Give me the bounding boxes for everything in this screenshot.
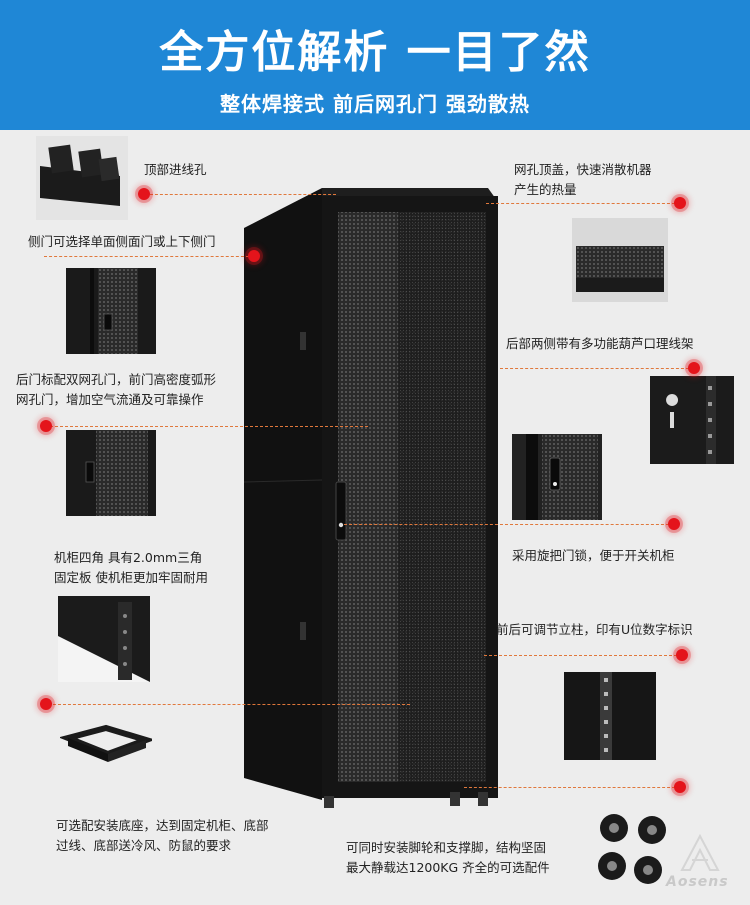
leader-line-top-cable [150, 194, 336, 195]
label-rear-door-1: 后门标配双网孔门，前门高密度弧形 [16, 372, 217, 387]
marker-dot-handle [668, 518, 680, 530]
server-cabinet-image [243, 188, 498, 808]
marker-dot-top-cable [138, 188, 150, 200]
page-subtitle: 整体焊接式 前后网孔门 强劲散热 [220, 92, 530, 116]
label-handle-lock: 采用旋把门锁，便于开关机柜 [512, 548, 675, 563]
header-banner [0, 0, 750, 130]
marker-dot-rear-door [40, 420, 52, 432]
leader-line-cable-rack [500, 368, 694, 369]
leader-line-casters [464, 787, 680, 788]
label-corner-2: 固定板 使机柜更加牢固耐用 [54, 570, 208, 585]
leader-line-side-door [44, 256, 254, 257]
marker-dot-side-door [248, 250, 260, 262]
label-casters-2: 最大静载达1200KG 齐全的可选配件 [346, 860, 550, 875]
casters-photo [588, 800, 680, 896]
leader-line-handle [344, 524, 674, 525]
marker-dot-casters [674, 781, 686, 793]
marker-dot-corner [40, 698, 52, 710]
label-top-cover-2: 产生的热量 [514, 182, 577, 197]
leader-line-rail [484, 655, 682, 656]
handle-lock-photo [512, 434, 602, 520]
label-top-cable-hole: 顶部进线孔 [144, 162, 207, 177]
label-cable-rack: 后部两侧带有多功能葫芦口理线架 [506, 336, 694, 351]
label-rail: 前后可调节立柱，印有U位数字标识 [496, 622, 693, 637]
mesh-top-cover-photo [572, 218, 668, 302]
leader-line-rear-door [50, 426, 368, 427]
aosens-logo-icon [680, 834, 720, 871]
marker-dot-top-cover [674, 197, 686, 209]
adjustable-rail-photo [564, 672, 656, 760]
leader-line-top-cover [486, 203, 680, 204]
marker-dot-rail [676, 649, 688, 661]
label-casters-1: 可同时安装脚轮和支撑脚，结构坚固 [346, 840, 547, 855]
marker-dot-cable-rack [688, 362, 700, 374]
cable-rack-photo [650, 376, 734, 464]
corner-bracket-photo [58, 596, 150, 682]
label-base-2: 过线、底部送冷风、防鼠的要求 [56, 838, 232, 853]
install-base-photo [60, 716, 152, 776]
brand-name: Aosens [666, 874, 729, 890]
label-side-door: 侧门可选择单面侧面门或上下侧门 [28, 234, 216, 249]
leader-line-corner [48, 704, 410, 705]
side-door-photo [66, 268, 156, 354]
rear-door-photo [66, 430, 156, 516]
label-rear-door-2: 网孔门，增加空气流通及可靠操作 [16, 392, 204, 407]
label-corner-1: 机柜四角 具有2.0mm三角 [54, 550, 203, 565]
top-cable-hole-photo [36, 136, 128, 220]
label-top-cover-1: 网孔顶盖，快速消散机器 [514, 162, 652, 177]
label-base-1: 可选配安装底座，达到固定机柜、底部 [56, 818, 269, 833]
page-title: 全方位解析 一目了然 [159, 27, 591, 78]
